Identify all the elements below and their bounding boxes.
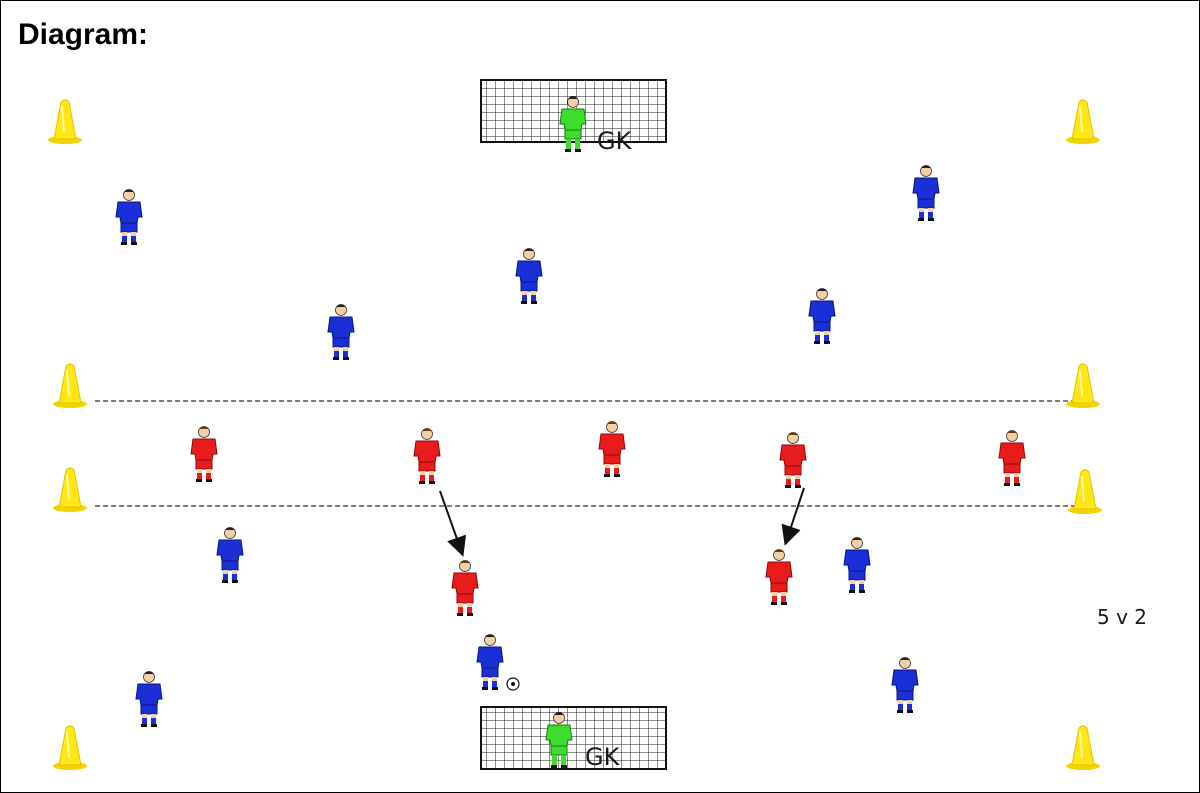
red-player xyxy=(766,550,792,606)
blue-player xyxy=(328,305,354,361)
cone-icon xyxy=(1066,100,1100,144)
blue-player xyxy=(116,190,142,246)
blue-player xyxy=(136,672,162,728)
drill-format-label: 5 v 2 xyxy=(1097,605,1147,629)
blue-player xyxy=(516,249,542,305)
red-player xyxy=(999,431,1025,487)
goalkeeper-top-label: GK xyxy=(597,127,633,155)
cone-icon xyxy=(53,468,87,512)
red-player xyxy=(599,422,625,478)
ball-icon xyxy=(507,678,519,690)
goalkeeper-bottom-label: GK xyxy=(585,743,621,771)
cone-icon xyxy=(1066,364,1100,408)
goal-net-bottom xyxy=(481,707,666,769)
red-player xyxy=(452,561,478,617)
red-player xyxy=(780,433,806,489)
blue-player xyxy=(477,635,503,691)
blue-player xyxy=(217,528,243,584)
blue-player xyxy=(844,538,870,594)
cone-icon xyxy=(1066,726,1100,770)
blue-player xyxy=(892,658,918,714)
red-player xyxy=(414,429,440,485)
blue-player xyxy=(913,166,939,222)
arrow-icon xyxy=(786,488,804,542)
red-player xyxy=(191,427,217,483)
cone-icon xyxy=(48,100,82,144)
cone-icon xyxy=(53,364,87,408)
cone-icon xyxy=(1068,470,1102,514)
goal-net-icon xyxy=(481,707,666,769)
cone-icon xyxy=(53,726,87,770)
arrow-icon xyxy=(440,491,462,553)
blue-player xyxy=(809,289,835,345)
